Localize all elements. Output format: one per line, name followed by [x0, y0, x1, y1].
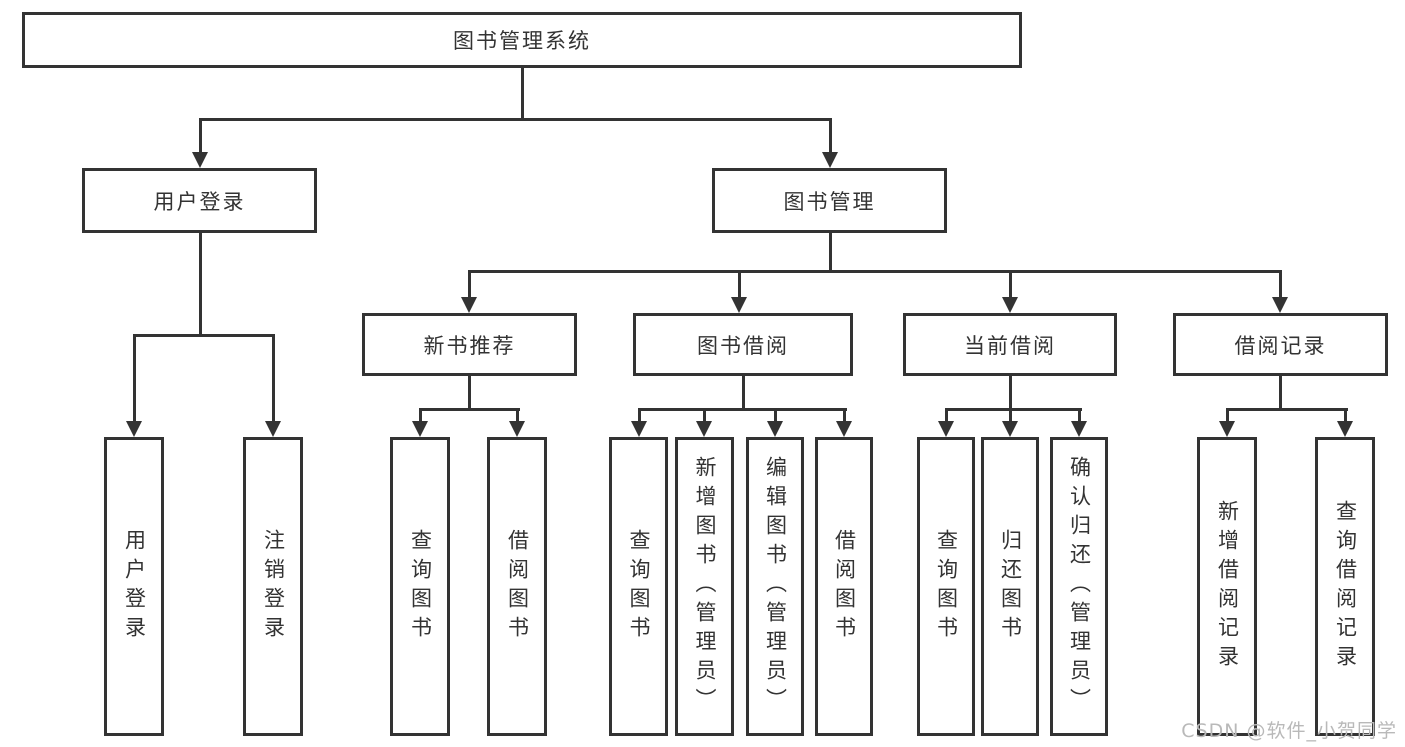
node-label: 图书管理系统 — [453, 29, 591, 53]
node-book-borrowing: 图书借阅 — [633, 313, 853, 376]
leaf-edit-books-admin: 编辑图书（管理员） — [746, 437, 804, 736]
leaf-label: 用户登录 — [122, 528, 147, 645]
connector-line — [742, 376, 745, 411]
arrow-down-icon — [509, 421, 525, 437]
leaf-return-books: 归还图书 — [981, 437, 1039, 736]
node-label: 借阅记录 — [1234, 333, 1327, 358]
arrow-down-icon — [822, 152, 838, 168]
connector-line — [829, 233, 832, 273]
connector-line — [468, 270, 471, 299]
node-new-book-recommendation: 新书推荐 — [362, 313, 577, 376]
connector-line — [1344, 408, 1347, 423]
connector-line — [774, 408, 777, 423]
connector-line — [945, 408, 948, 423]
connector-line — [843, 408, 846, 423]
arrow-down-icon — [1272, 297, 1288, 313]
node-current-borrowing: 当前借阅 — [903, 313, 1117, 376]
leaf-label: 归还图书 — [998, 528, 1023, 645]
connector-line — [1009, 270, 1012, 299]
connector-line — [133, 334, 275, 337]
arrow-down-icon — [696, 421, 712, 437]
connector-line — [199, 118, 202, 154]
connector-line — [272, 334, 275, 423]
connector-line — [638, 408, 847, 411]
node-label: 当前借阅 — [964, 333, 1056, 358]
connector-line — [133, 334, 136, 423]
connector-line — [638, 408, 641, 423]
leaf-confirm-return-admin: 确认归还（管理员） — [1050, 437, 1108, 736]
connector-line — [419, 408, 422, 423]
arrow-down-icon — [126, 421, 142, 437]
arrow-down-icon — [1219, 421, 1235, 437]
leaf-label: 编辑图书（管理员） — [763, 456, 788, 717]
arrow-down-icon — [192, 152, 208, 168]
leaf-add-borrow-record: 新增借阅记录 — [1197, 437, 1257, 736]
connector-line — [199, 233, 202, 337]
connector-line — [1009, 408, 1012, 423]
arrow-down-icon — [767, 421, 783, 437]
node-label: 图书管理 — [783, 189, 876, 214]
arrow-down-icon — [265, 421, 281, 437]
leaf-query-books-current: 查询图书 — [917, 437, 975, 736]
node-user-login: 用户登录 — [82, 168, 317, 233]
connector-line — [1279, 270, 1282, 299]
connector-line — [829, 118, 832, 154]
leaf-label: 确认归还（管理员） — [1067, 456, 1092, 717]
connector-line — [516, 408, 519, 423]
leaf-query-books-borrowing: 查询图书 — [609, 437, 668, 736]
leaf-label: 新增图书（管理员） — [693, 456, 717, 717]
node-label: 用户登录 — [153, 189, 246, 214]
leaf-query-books-newbooks: 查询图书 — [390, 437, 450, 736]
arrow-down-icon — [1002, 421, 1018, 437]
leaf-query-borrow-record: 查询借阅记录 — [1315, 437, 1375, 736]
leaf-logout: 注销登录 — [243, 437, 303, 736]
connector-line — [419, 408, 520, 411]
leaf-label: 查询图书 — [934, 528, 959, 645]
leaf-borrow-books-borrowing: 借阅图书 — [815, 437, 873, 736]
leaf-add-books-admin: 新增图书（管理员） — [675, 437, 734, 736]
leaf-borrow-books-newbooks: 借阅图书 — [487, 437, 547, 736]
leaf-user-login: 用户登录 — [104, 437, 164, 736]
connector-line — [1078, 408, 1081, 423]
leaf-label: 借阅图书 — [505, 528, 530, 645]
connector-line — [468, 270, 1282, 273]
connector-line — [199, 118, 832, 121]
arrow-down-icon — [461, 297, 477, 313]
node-book-management: 图书管理 — [712, 168, 947, 233]
leaf-label: 借阅图书 — [832, 528, 857, 645]
arrow-down-icon — [1337, 421, 1353, 437]
connector-line — [468, 376, 471, 411]
arrow-down-icon — [836, 421, 852, 437]
leaf-label: 查询借阅记录 — [1333, 499, 1358, 674]
node-label: 新书推荐 — [423, 333, 516, 358]
node-borrowing-records: 借阅记录 — [1173, 313, 1388, 376]
leaf-label: 查询图书 — [408, 528, 433, 645]
leaf-label: 注销登录 — [261, 528, 286, 645]
arrow-down-icon — [412, 421, 428, 437]
node-library-system: 图书管理系统 — [22, 12, 1022, 68]
leaf-label: 查询图书 — [627, 528, 651, 645]
csdn-watermark: CSDN @软件_小贺同学 — [1181, 720, 1397, 742]
arrow-down-icon — [938, 421, 954, 437]
connector-line — [1226, 408, 1348, 411]
connector-line — [1009, 376, 1012, 411]
arrow-down-icon — [1002, 297, 1018, 313]
connector-line — [1226, 408, 1229, 423]
arrow-down-icon — [1071, 421, 1087, 437]
connector-line — [1279, 376, 1282, 411]
leaf-label: 新增借阅记录 — [1215, 499, 1240, 674]
arrow-down-icon — [631, 421, 647, 437]
node-label: 图书借阅 — [697, 333, 789, 358]
connector-line — [945, 408, 1082, 411]
connector-line — [738, 270, 741, 299]
connector-line — [521, 68, 524, 120]
connector-line — [703, 408, 706, 423]
arrow-down-icon — [731, 297, 747, 313]
